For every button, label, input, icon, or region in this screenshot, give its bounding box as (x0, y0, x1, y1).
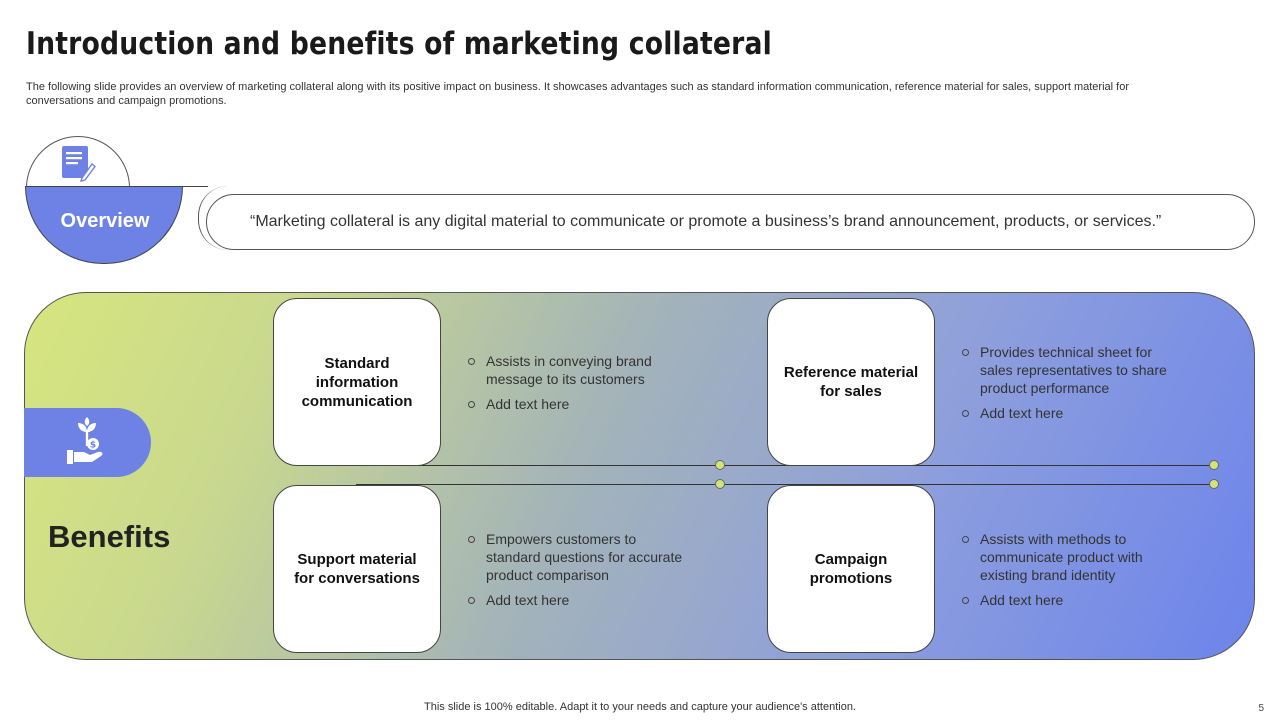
connector-dot (1209, 479, 1219, 489)
slide-footer: This slide is 100% editable. Adapt it to… (424, 701, 856, 713)
page-number: 5 (1258, 703, 1264, 714)
list-item: Add text here (468, 591, 683, 609)
overview-quote: “Marketing collateral is any digital mat… (250, 213, 1162, 230)
document-pen-icon (62, 146, 96, 182)
benefit-bullets: Assists in conveying brand message to it… (468, 352, 683, 420)
overview-quote-box (206, 194, 1255, 250)
list-item: Add text here (468, 395, 683, 413)
benefit-card-standard-information: Standard information communication (273, 298, 441, 466)
overview-connector (182, 186, 208, 187)
list-item: Assists in conveying brand message to it… (468, 352, 683, 388)
benefits-panel (24, 292, 1255, 660)
benefit-bullets: Provides technical sheet for sales repre… (962, 343, 1177, 429)
hand-plant-money-icon: $ (67, 417, 103, 464)
list-item: Assists with methods to communicate prod… (962, 530, 1177, 584)
slide-title: Introduction and benefits of marketing c… (26, 26, 772, 62)
connector-dot (1209, 460, 1219, 470)
benefit-card-title: Standard information communication (301, 354, 413, 410)
svg-text:$: $ (90, 441, 96, 451)
connector-line-bottom (356, 484, 1216, 485)
slide-subtitle: The following slide provides an overview… (26, 81, 1129, 107)
connector-dot (715, 479, 725, 489)
overview-label: Overview (60, 210, 150, 232)
benefit-card-reference-material: Reference material for sales (767, 298, 935, 466)
benefit-bullets: Empowers customers to standard questions… (468, 530, 683, 616)
benefit-card-support-material: Support material for conversations (273, 485, 441, 653)
connector-dot (715, 460, 725, 470)
benefits-label: Benefits (48, 519, 171, 554)
benefit-card-title: Campaign promotions (809, 551, 893, 587)
benefit-card-campaign-promotions: Campaign promotions (767, 485, 935, 653)
list-item: Provides technical sheet for sales repre… (962, 343, 1177, 397)
benefit-card-title: Reference material for sales (783, 364, 919, 400)
list-item: Add text here (962, 591, 1177, 609)
overview-bracket (198, 186, 228, 250)
benefit-bullets: Assists with methods to communicate prod… (962, 530, 1177, 616)
benefit-card-title: Support material for conversations (294, 551, 420, 587)
list-item: Empowers customers to standard questions… (468, 530, 683, 584)
list-item: Add text here (962, 404, 1177, 422)
